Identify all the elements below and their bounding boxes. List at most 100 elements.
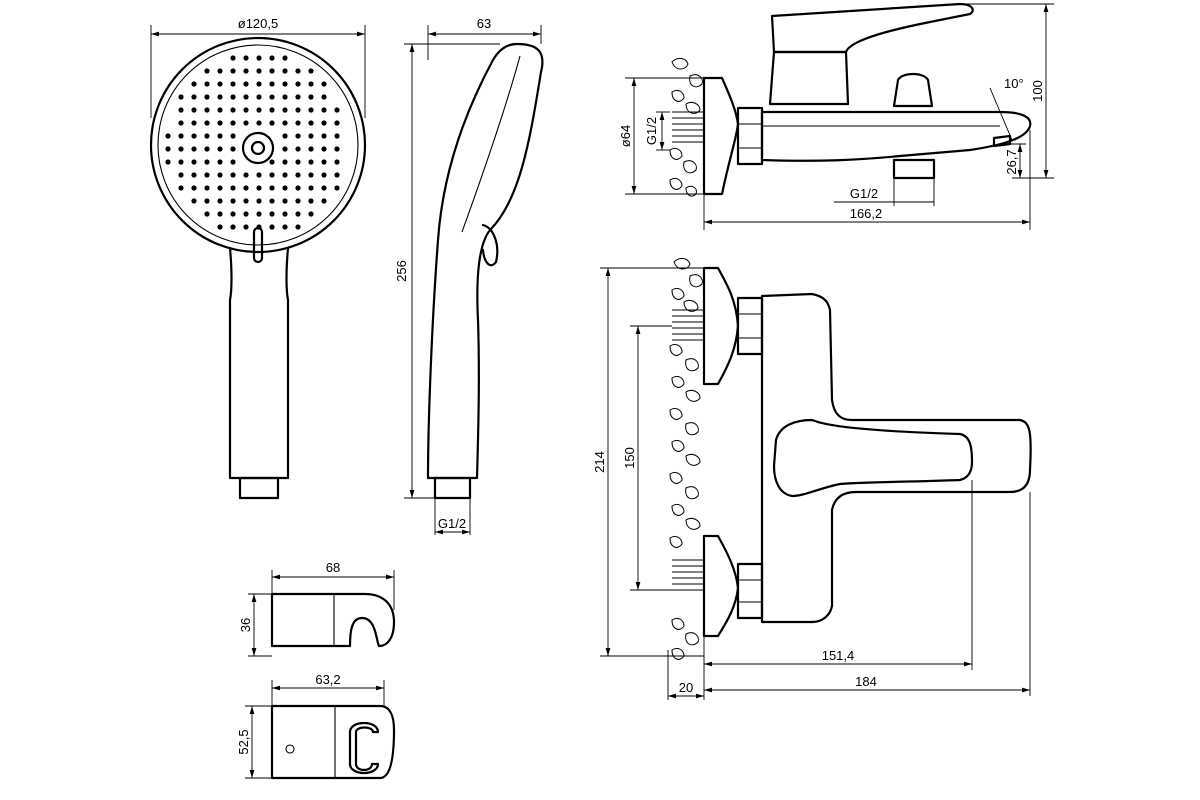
nozzle-dot [256,94,262,100]
nozzle-dot [308,133,314,139]
nozzle-dot [334,133,340,139]
nozzle-dot [282,198,288,204]
bracket-height-label: 52,5 [236,729,251,754]
nozzle-dot [295,68,301,74]
nozzle-dot [295,198,301,204]
nozzle-dot [308,159,314,165]
nozzle-dot [178,133,184,139]
nozzle-dot [269,68,275,74]
nozzle-dot [282,211,288,217]
nozzle-dot [308,81,314,87]
mixer-projection-label: 151,4 [822,648,855,663]
mixer-front-view: 214 150 151,4 184 20 [592,257,1032,700]
nozzle-dot [217,81,223,87]
shower-head-side-view: 63 256 G1/2 [394,16,544,535]
nozzle-dot [256,81,262,87]
nozzle-dot [295,211,301,217]
nozzle-dot [230,68,236,74]
bracket-width-label: 63,2 [315,672,340,687]
bracket-front-view: 63,2 52,5 [236,672,396,780]
handle-thread-label: G1/2 [438,516,466,531]
wall-thread-front-top [672,309,704,341]
nozzle-dot [217,107,223,113]
nozzle-dot [217,185,223,191]
nozzle-dot [295,146,301,152]
nozzle-dot [178,94,184,100]
nozzle-dot [269,198,275,204]
nozzle-dot [256,198,262,204]
nozzle-dot [321,133,327,139]
nozzle-dot [282,55,288,61]
nozzle-dot [282,107,288,113]
nozzle-dot [243,185,249,191]
nozzle-dot [308,146,314,152]
nozzle-dot [165,146,171,152]
nozzle-dot [334,159,340,165]
holder-top-view: 68 36 [238,560,396,657]
mixer-outlet-height-label: 26,7 [1004,149,1019,174]
nozzle-dot [321,107,327,113]
nozzle-dot [217,224,223,230]
nozzle-dot [282,81,288,87]
handle-length-label: 256 [394,260,409,282]
nozzle-dot [308,211,314,217]
nozzle-dot [334,146,340,152]
mixer-spout-angle-label: 10° [1004,76,1024,91]
nozzle-dot [282,146,288,152]
nozzle-dot [178,172,184,178]
nozzle-dot [204,198,210,204]
nozzle-dot [282,159,288,165]
nozzle-dot [269,224,275,230]
nozzle-dot [269,120,275,126]
nozzle-dot [204,94,210,100]
nozzle-dot [321,198,327,204]
nozzle-dot [243,211,249,217]
nozzle-dot [256,172,262,178]
nozzle-dot [256,211,262,217]
nozzle-dot [217,133,223,139]
nozzle-dot [217,68,223,74]
nozzle-dot [178,120,184,126]
nozzle-dot [178,107,184,113]
nozzle-dot [321,146,327,152]
nozzle-dot [217,198,223,204]
nozzle-dot [243,68,249,74]
mixer-height-label: 100 [1030,80,1045,102]
nozzle-dot [295,94,301,100]
nozzle-dot [308,94,314,100]
shower-head-front-view: ø120,5 [149,16,367,500]
nozzle-dot [295,120,301,126]
nozzle-dot [282,224,288,230]
mixer-front-height-label: 214 [592,451,607,473]
nozzle-dot [243,107,249,113]
nozzle-dot [295,81,301,87]
nozzle-dot [165,159,171,165]
nozzle-dot [308,120,314,126]
nozzle-dot [269,172,275,178]
nozzle-dot [204,81,210,87]
nozzle-dot [230,172,236,178]
nozzle-dot [191,120,197,126]
mixer-side-view: 10° ø64 G1/2 G1/2 166,2 100 26,7 [618,2,1054,230]
nozzle-dot [308,68,314,74]
nozzle-dot [230,81,236,87]
nozzle-dot [243,81,249,87]
nozzle-dot [230,198,236,204]
nozzle-dot [165,133,171,139]
nozzle-dot [269,94,275,100]
nozzle-dot [204,159,210,165]
nozzle-dot [191,81,197,87]
nozzle-dot [178,185,184,191]
nozzle-dot [256,185,262,191]
nozzle-dot [269,107,275,113]
nozzle-dot [269,185,275,191]
nozzle-dot [191,185,197,191]
holder-height-label: 36 [238,618,253,632]
nozzle-dot [204,68,210,74]
nozzle-dot [217,159,223,165]
mixer-inlet-spacing-label: 150 [622,447,637,469]
nozzle-dot [191,94,197,100]
nozzle-dot [295,159,301,165]
nozzle-dot [321,120,327,126]
